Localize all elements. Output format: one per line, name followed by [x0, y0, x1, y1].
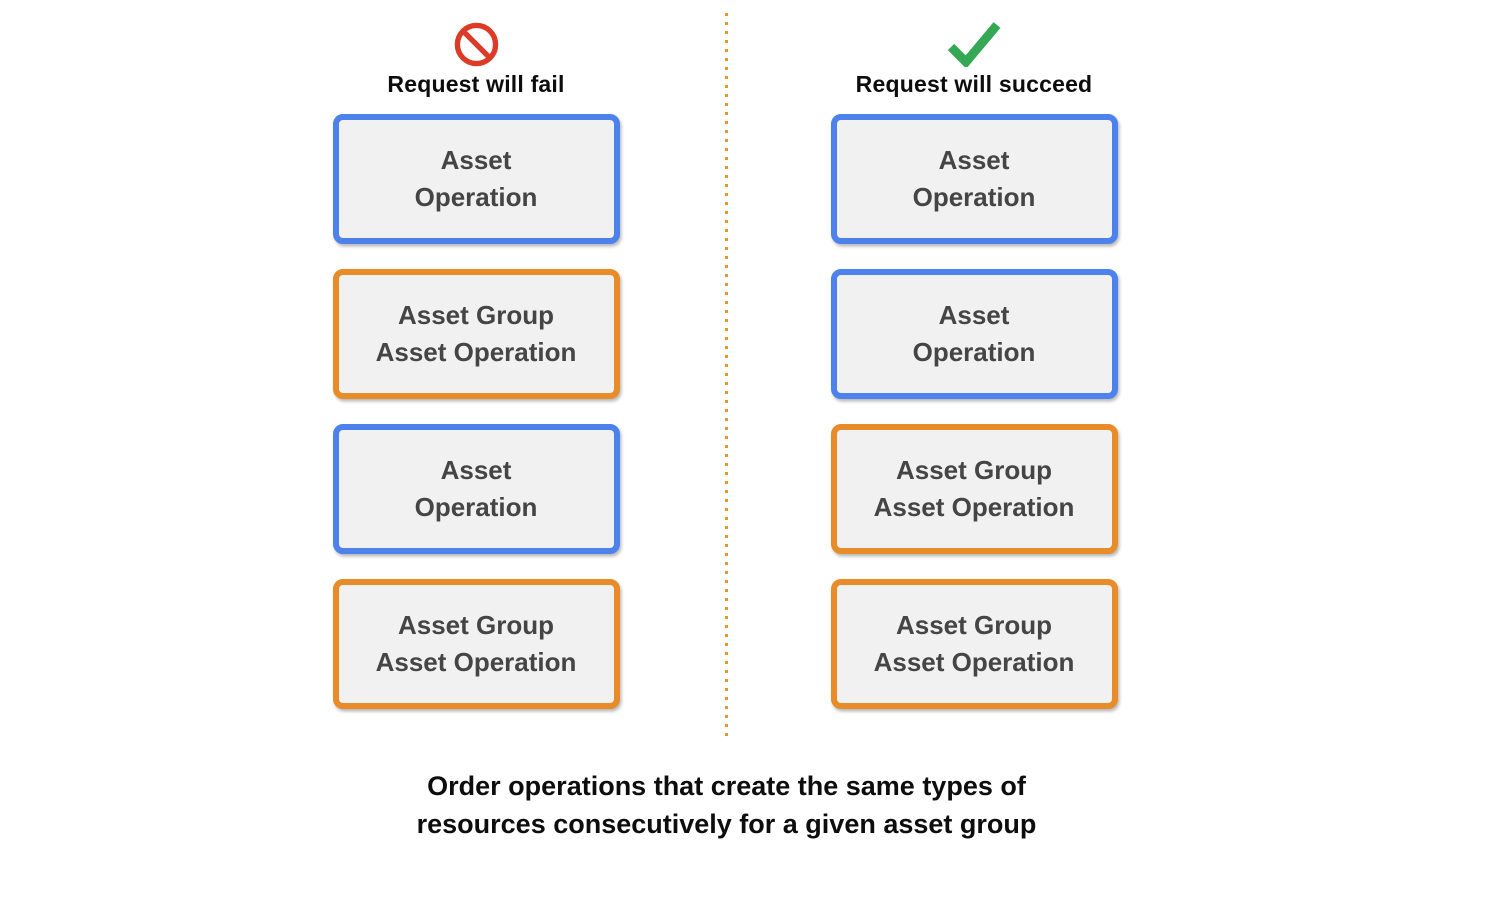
box-asset-group-asset-operation: Asset Group Asset Operation: [332, 269, 620, 399]
fail-column: Request will fail Asset Operation Asset …: [326, 20, 626, 734]
box-asset-operation: Asset Operation: [830, 269, 1118, 399]
box-asset-group-asset-operation: Asset Group Asset Operation: [830, 424, 1118, 554]
succeed-box-list: Asset Operation Asset Operation Asset Gr…: [830, 114, 1118, 734]
succeed-header-label: Request will succeed: [855, 71, 1093, 97]
diagram-caption: Order operations that create the same ty…: [416, 771, 1037, 839]
box-asset-operation: Asset Operation: [332, 114, 620, 244]
fail-box-list: Asset Operation Asset Group Asset Operat…: [332, 114, 620, 734]
prohibition-icon: [453, 20, 500, 68]
box-asset-operation: Asset Operation: [830, 114, 1118, 244]
dotted-divider-line: [725, 13, 728, 737]
succeed-column: Request will succeed Asset Operation Ass…: [824, 20, 1124, 734]
box-asset-group-asset-operation: Asset Group Asset Operation: [332, 579, 620, 709]
box-asset-group-asset-operation: Asset Group Asset Operation: [830, 579, 1118, 709]
fail-header-label: Request will fail: [387, 71, 565, 97]
box-asset-operation: Asset Operation: [332, 424, 620, 554]
checkmark-icon: [945, 20, 1003, 68]
